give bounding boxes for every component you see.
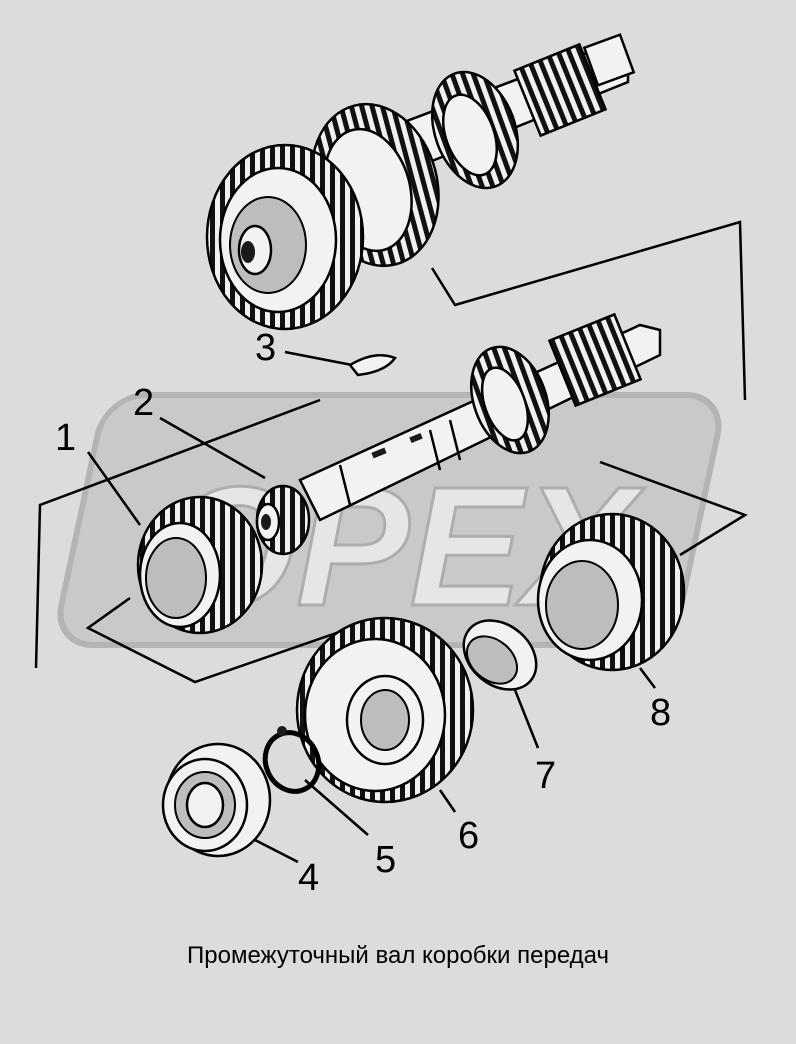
snap-ring-part-5 bbox=[262, 726, 322, 794]
ring-part-7 bbox=[462, 619, 538, 691]
bearing-part-4 bbox=[161, 742, 272, 858]
assembly-brackets bbox=[34, 220, 747, 669]
countershaft bbox=[255, 312, 662, 556]
callout-5: 5 bbox=[375, 839, 396, 881]
callout-2: 2 bbox=[133, 382, 154, 424]
callout-1: 1 bbox=[55, 417, 76, 459]
gear-part-8 bbox=[536, 512, 686, 672]
callout-6: 6 bbox=[458, 815, 479, 857]
callout-4: 4 bbox=[298, 857, 319, 899]
callout-3: 3 bbox=[255, 327, 276, 369]
callout-7: 7 bbox=[535, 755, 556, 797]
assembled-shaft-top bbox=[205, 33, 636, 331]
callout-8: 8 bbox=[650, 692, 671, 734]
leader-lines bbox=[86, 350, 656, 864]
lower-bracket bbox=[85, 460, 748, 684]
key-part-3 bbox=[348, 353, 397, 377]
gear-part-1 bbox=[136, 495, 264, 635]
gear-part-6 bbox=[295, 616, 475, 804]
diagram-caption: Промежуточный вал коробки передач bbox=[187, 942, 609, 969]
